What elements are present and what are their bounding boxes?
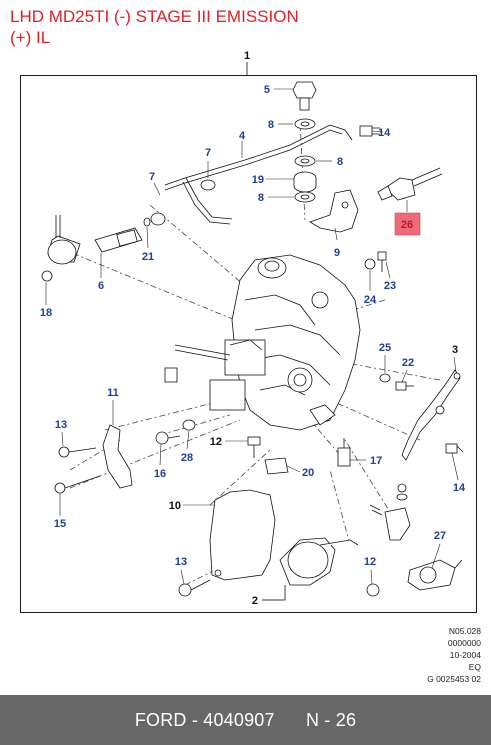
callout-14-right: 14 (453, 482, 466, 494)
callout-1: 1 (244, 50, 250, 62)
center-fasteners (247, 436, 351, 475)
callout-18: 18 (40, 307, 52, 319)
callout-16: 16 (154, 468, 166, 480)
solenoid-group (369, 483, 463, 591)
callout-5: 5 (264, 84, 270, 96)
callout-7-right: 7 (205, 147, 211, 159)
callout-27: 27 (434, 530, 446, 542)
footer-bar: FORD - 4040907 N - 26 (0, 695, 491, 745)
callout-8-top: 8 (268, 119, 274, 131)
callout-13-left: 13 (55, 419, 67, 431)
injection-pump-body (164, 254, 361, 431)
footer-part-number: 4040907 (203, 709, 275, 730)
meta-line-5: G 0025453 02 (427, 674, 481, 684)
callout-2: 2 (252, 595, 258, 607)
callout-25: 25 (379, 342, 391, 354)
callout-28: 28 (181, 452, 193, 464)
sensor-assembly (377, 167, 443, 201)
sealing-washers (143, 118, 317, 227)
diagram-title: LHD MD25TI (-) STAGE III EMISSION (+) IL (10, 6, 480, 48)
footer-page-ref: N - 26 (305, 709, 357, 730)
left-bracket (54, 424, 133, 494)
center-left-fasteners (155, 419, 196, 445)
bolt-top-right (359, 125, 380, 137)
callout-23: 23 (384, 280, 396, 292)
small-fasteners (364, 251, 387, 272)
callout-4: 4 (239, 130, 246, 142)
vacuum-bracket (178, 489, 380, 601)
callout-leaders (45, 88, 459, 601)
callout-19: 19 (252, 174, 264, 186)
callout-12-center: 12 (210, 436, 222, 448)
drawing-metadata: N05.028 0000000 10-2004 EQ G 0025453 02 (427, 625, 481, 685)
callout-26: 26 (401, 219, 413, 231)
callout-15: 15 (54, 518, 66, 530)
meta-line-1: N05.028 (448, 626, 481, 636)
throttle-lever (401, 369, 461, 461)
callout-12-bottom: 12 (364, 556, 376, 568)
callout-13-bottom: 13 (175, 556, 187, 568)
diagram-frame (20, 75, 477, 613)
callout-7-left: 7 (149, 171, 155, 183)
callout-9: 9 (334, 247, 340, 259)
callout-3: 3 (452, 344, 458, 356)
highlight-box-26 (394, 212, 421, 236)
bolt-lower-right (445, 443, 464, 454)
callout-6: 6 (98, 280, 104, 292)
title-line-2: (+) IL (10, 28, 51, 47)
callout-8-mid: 8 (337, 156, 343, 168)
fuel-pipe (164, 124, 353, 225)
callout-17: 17 (370, 455, 382, 467)
callout-24: 24 (364, 294, 377, 306)
callout-11: 11 (107, 387, 119, 399)
title-line-1: LHD MD25TI (-) STAGE III EMISSION (10, 7, 299, 26)
mounting-bracket (309, 189, 359, 233)
footer-brand: FORD (134, 709, 187, 730)
meta-line-2: 0000000 (447, 638, 481, 648)
injector-assembly (41, 215, 143, 282)
meta-line-3: 10-2004 (449, 650, 481, 660)
right-small-parts (379, 373, 414, 391)
meta-line-4: EQ (468, 662, 481, 672)
callout-22: 22 (402, 357, 414, 369)
banjo-bolt (292, 81, 317, 111)
callout-10: 10 (169, 500, 181, 512)
callout-20: 20 (302, 467, 314, 479)
callout-14-top: 14 (378, 127, 391, 139)
callout-21: 21 (142, 251, 154, 263)
callout-labels: 1 5 8 4 14 7 8 19 7 8 26 21 9 6 23 24 18… (40, 50, 466, 607)
callout-8-low: 8 (258, 192, 264, 204)
